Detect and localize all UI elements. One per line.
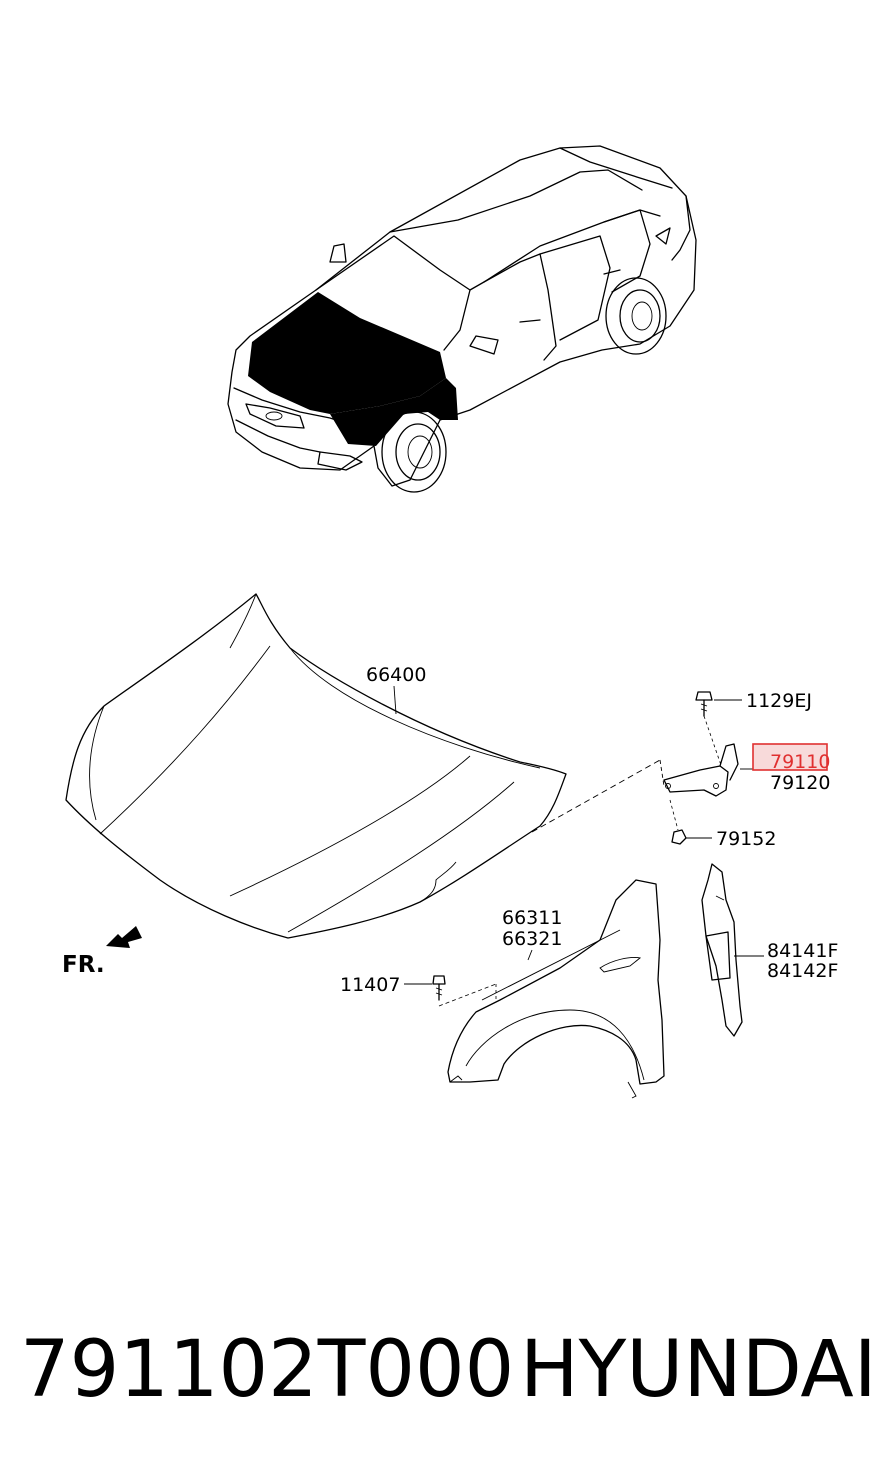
car-overview-illustration (227, 145, 697, 493)
front-marker-label: FR. (62, 952, 105, 978)
fender-bolt (432, 975, 497, 1007)
fender-rh-label: 66321 (502, 928, 562, 950)
hinge-rh-label: 79120 (770, 772, 830, 794)
footer-part-number: 791102T000 (20, 1325, 514, 1415)
fender-lh-label: 66311 (502, 907, 562, 929)
hood-panel (65, 593, 567, 939)
hinge-bolt-label: 1129EJ (746, 690, 812, 712)
fender-bolt-label: 11407 (340, 974, 400, 996)
insulator-rh-label: 84142F (767, 960, 838, 982)
hinge-nut-label: 79152 (716, 828, 776, 850)
front-direction-marker: FR. (62, 926, 142, 978)
hood-hinge-assembly (663, 691, 739, 845)
footer-brand: HYUNDAI (520, 1325, 877, 1415)
hood-part-label: 66400 (366, 664, 426, 686)
fender-insulator (701, 863, 743, 1037)
front-fender (447, 879, 665, 1099)
hinge-lh-label: 79110 (770, 751, 830, 773)
highlighted-part-box (752, 743, 828, 771)
insulator-lh-label: 84141F (767, 940, 838, 962)
